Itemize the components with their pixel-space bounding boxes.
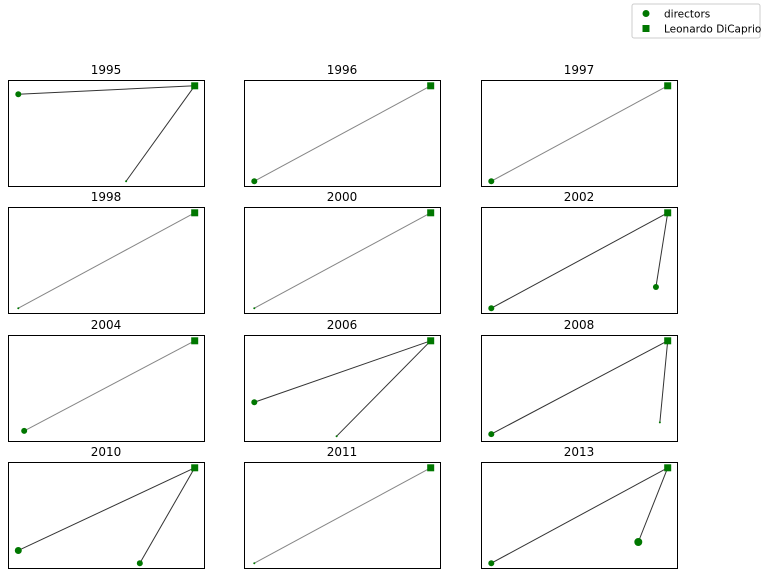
collaboration-edge: [18, 85, 195, 95]
dicaprio-node: [191, 464, 199, 472]
collaboration-edge: [18, 212, 195, 309]
collaboration-edge: [491, 340, 668, 435]
legend-directors-marker: [642, 10, 650, 17]
director-node: [488, 431, 495, 438]
dicaprio-node: [427, 337, 435, 345]
director-node: [488, 305, 495, 312]
director-node: [125, 180, 128, 183]
dicaprio-node: [191, 82, 199, 90]
director-node: [652, 284, 659, 290]
legend: directors Leonardo DiCaprio: [631, 3, 761, 39]
collaboration-edge: [336, 340, 432, 437]
panel-1995: 1995: [8, 63, 205, 187]
collaboration-edge: [491, 85, 668, 182]
director-node: [253, 307, 256, 310]
director-node: [14, 546, 22, 554]
collaboration-edge: [254, 467, 431, 564]
collaboration-edge: [125, 85, 196, 182]
panel-title: 1995: [91, 63, 122, 77]
panel-2002: 2002: [481, 190, 678, 314]
dicaprio-node: [664, 464, 672, 472]
collaboration-edge: [254, 340, 431, 403]
panel-2013: 2013: [481, 445, 678, 569]
director-node: [15, 91, 22, 98]
collaboration-edge: [659, 340, 669, 423]
collaboration-edge: [18, 467, 195, 551]
panel-title: 2011: [327, 445, 358, 459]
director-node: [335, 435, 338, 438]
panel-title: 2000: [327, 190, 358, 204]
panel-frame: [244, 335, 441, 442]
collaboration-edge: [23, 340, 195, 432]
panel-2010: 2010: [8, 445, 205, 569]
director-node: [251, 399, 258, 406]
director-node: [488, 178, 495, 185]
collaboration-edge: [254, 85, 431, 182]
director-node: [634, 538, 643, 546]
panel-title: 1997: [564, 63, 595, 77]
panel-1996: 1996: [244, 63, 441, 187]
dicaprio-node: [191, 209, 199, 217]
director-node: [17, 307, 20, 310]
dicaprio-node: [664, 209, 672, 217]
panel-2004: 2004: [8, 318, 205, 442]
director-node: [251, 178, 258, 185]
collaboration-edge: [491, 212, 668, 309]
director-node: [136, 560, 143, 567]
panel-frame: [8, 462, 205, 569]
panel-title: 2004: [91, 318, 122, 332]
panel-title: 2013: [564, 445, 595, 459]
director-node: [488, 560, 495, 567]
collaboration-edge: [139, 467, 196, 564]
dicaprio-node: [664, 337, 672, 345]
panel-1997: 1997: [481, 63, 678, 187]
dicaprio-node: [427, 464, 435, 472]
dicaprio-node: [427, 82, 435, 90]
legend-dicaprio-marker: [642, 25, 650, 32]
director-node: [21, 427, 28, 434]
panel-title: 1996: [327, 63, 358, 77]
collaboration-edge: [254, 212, 431, 309]
legend-frame: [631, 3, 761, 39]
panel-2008: 2008: [481, 318, 678, 442]
director-node: [658, 421, 661, 424]
collaboration-edge: [637, 467, 669, 543]
legend-directors-label: directors: [664, 9, 710, 21]
dicaprio-node: [427, 209, 435, 217]
panel-2006: 2006: [244, 318, 441, 442]
panel-frame: [8, 80, 205, 187]
panel-title: 2008: [564, 318, 595, 332]
panel-title: 1998: [91, 190, 122, 204]
director-node: [253, 562, 256, 565]
legend-dicaprio-label: Leonardo DiCaprio: [664, 24, 761, 36]
panel-2000: 2000: [244, 190, 441, 314]
panel-2011: 2011: [244, 445, 441, 569]
panel-title: 2002: [564, 190, 595, 204]
collaboration-edge: [655, 212, 669, 288]
panel-title: 2006: [327, 318, 358, 332]
collaboration-edge: [491, 467, 668, 564]
panel-title: 2010: [91, 445, 122, 459]
panels: 1995 1996 1997 1998 2000 2002 2004 2006 2008 2010…: [8, 63, 678, 569]
dicaprio-node: [664, 82, 672, 90]
panel-1998: 1998: [8, 190, 205, 314]
dicaprio-node: [191, 337, 199, 345]
